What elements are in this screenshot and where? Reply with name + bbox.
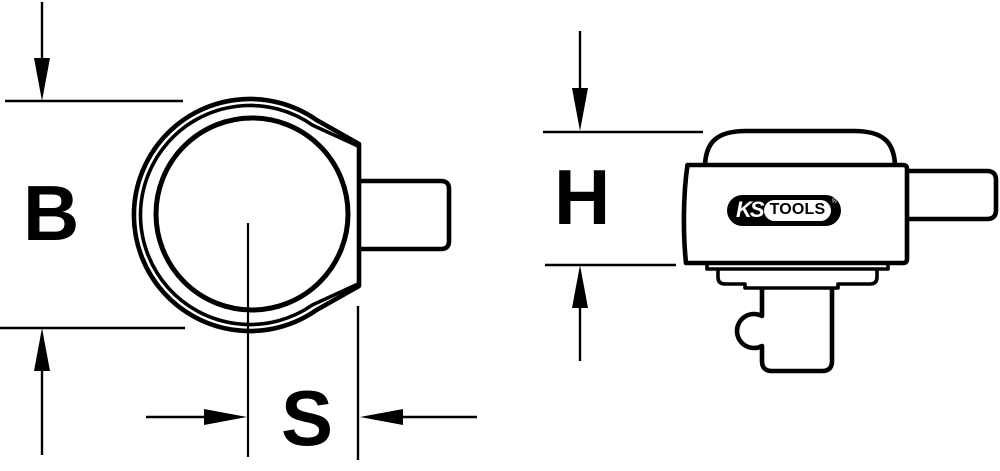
front-head-outer-outline xyxy=(131,96,362,334)
h-dimension-label: H xyxy=(554,153,610,241)
side-collar-outline xyxy=(716,269,879,290)
s-right-arrowhead xyxy=(360,409,403,425)
front-head-rim-line xyxy=(138,103,359,327)
side-drive-square-outline xyxy=(734,288,835,374)
side-view xyxy=(681,128,999,374)
logo-tools-text: TOOLS xyxy=(763,200,832,221)
logo-registered-mark: ® xyxy=(831,198,837,205)
dimension-h: H xyxy=(543,31,703,361)
b-bottom-arrowhead xyxy=(34,328,50,371)
logo-ks-text: KS xyxy=(736,196,765,222)
side-tang-outline xyxy=(905,168,999,222)
dimension-b: B xyxy=(0,2,185,455)
s-left-arrowhead xyxy=(204,409,247,425)
front-view xyxy=(131,96,452,457)
front-tang-outline xyxy=(359,178,452,252)
ks-tools-logo: KS TOOLS ® xyxy=(727,195,841,226)
b-dimension-label: B xyxy=(23,169,79,257)
b-top-arrowhead xyxy=(34,58,50,101)
h-top-arrowhead xyxy=(572,88,588,131)
front-bore-circle xyxy=(153,115,351,313)
s-dimension-label: S xyxy=(281,374,333,462)
dimension-s: S xyxy=(146,306,477,462)
side-body-outline xyxy=(681,162,910,266)
side-step-outline xyxy=(705,263,890,271)
h-bottom-arrowhead xyxy=(572,265,588,308)
side-dome-outline xyxy=(702,128,898,166)
